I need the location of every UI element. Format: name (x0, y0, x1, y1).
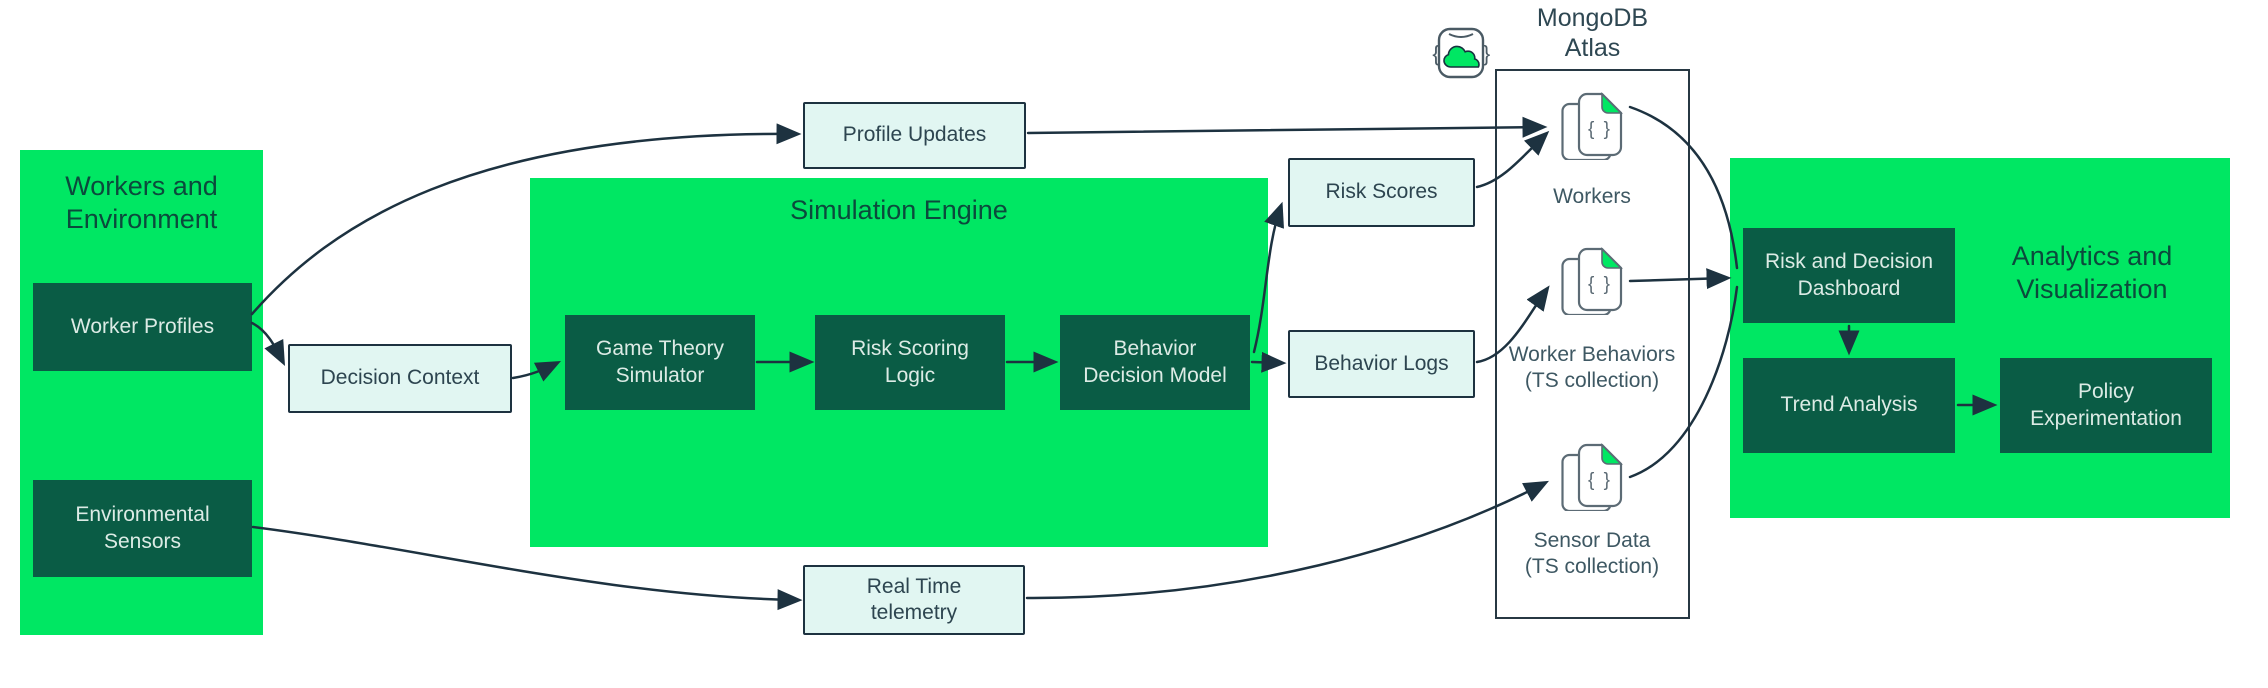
svg-text:{ }: { } (1588, 470, 1612, 491)
workers-collection-label: Workers (1553, 185, 1631, 208)
profile-updates-node: Profile Updates (803, 102, 1026, 169)
risk-scores-node: Risk Scores (1288, 158, 1475, 227)
behavior-decision-model-node: Behavior Decision Model (1060, 315, 1250, 410)
simulation-engine-panel: Simulation Engine Game Theory Simulator … (530, 178, 1268, 547)
behavior-logs-node: Behavior Logs (1288, 330, 1475, 398)
simulation-engine-title: Simulation Engine (790, 195, 1008, 225)
workers-collection-icon: { } (1561, 92, 1623, 160)
svg-text:{ }: { } (1588, 274, 1612, 295)
worker-profiles-node: Worker Profiles (33, 283, 252, 371)
environmental-sensors-node: Environmental Sensors (33, 480, 252, 577)
worker-behaviors-collection-label: Worker Behaviors (TS collection) (1508, 343, 1676, 393)
policy-experimentation-node: Policy Experimentation (2000, 358, 2212, 453)
analytics-visualization-title: Analytics and Visualization (2011, 241, 2173, 304)
sensor-data-collection-icon: { } (1561, 443, 1623, 511)
svg-text:{: { (1432, 41, 1439, 66)
risk-decision-dashboard-node: Risk and Decision Dashboard (1743, 228, 1955, 323)
trend-analysis-node: Trend Analysis (1743, 358, 1955, 453)
game-theory-simulator-node: Game Theory Simulator (565, 315, 755, 410)
svg-text:{ }: { } (1588, 119, 1612, 140)
real-time-telemetry-node: Real Time telemetry (803, 565, 1025, 635)
atlas-cloud-icon: { } (1432, 27, 1490, 79)
analytics-visualization-panel: Analytics and Visualization Risk and Dec… (1730, 158, 2230, 518)
sensor-data-collection-label: Sensor Data (TS collection) (1524, 529, 1660, 579)
workers-environment-title: Workers and Environment (65, 171, 218, 234)
risk-scoring-logic-node: Risk Scoring Logic (815, 315, 1005, 410)
mongodb-atlas-title: MongoDB Atlas (1536, 4, 1649, 62)
svg-text:}: } (1483, 41, 1490, 66)
worker-behaviors-collection-icon: { } (1561, 247, 1623, 315)
arrow-profile-updates-to-workers-collection (1026, 116, 1548, 138)
decision-context-node: Decision Context (288, 344, 512, 413)
workers-environment-panel: Workers and Environment Worker Profiles … (20, 150, 263, 635)
